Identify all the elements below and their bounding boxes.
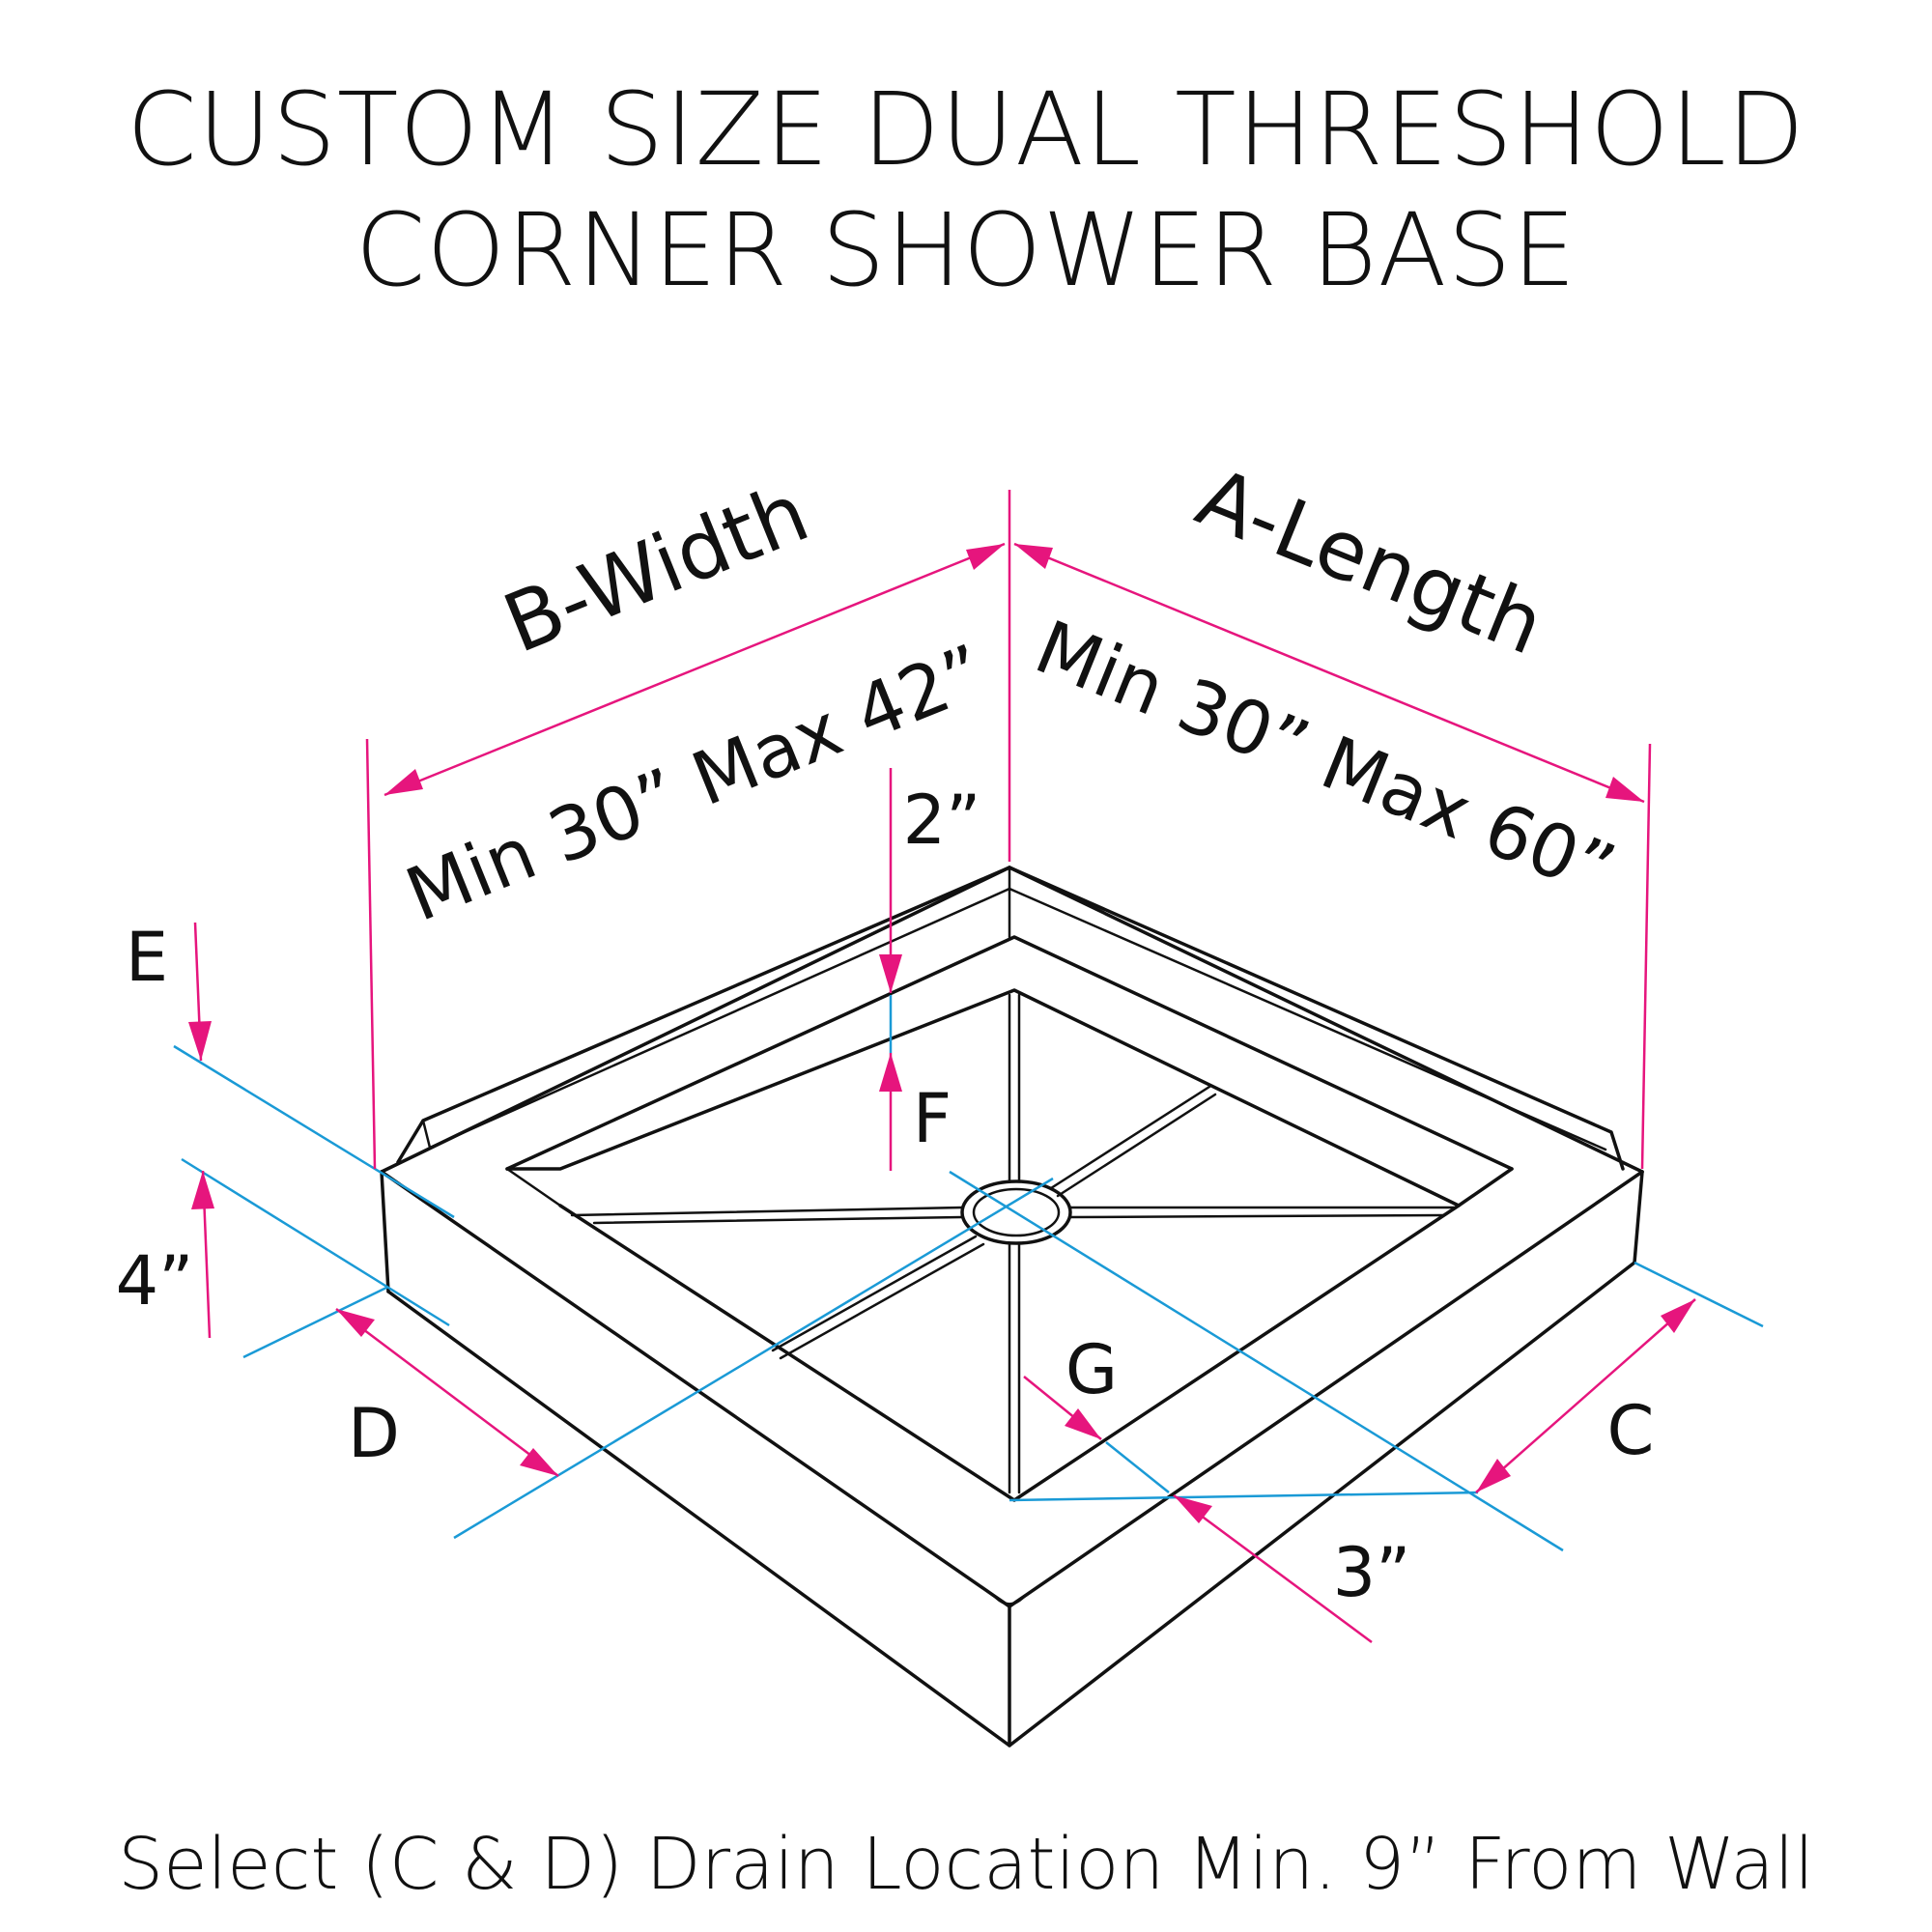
base-top-front-edge (380, 1170, 1644, 1608)
letter-e-label: E (126, 918, 168, 997)
ref-line-c-drain (949, 1170, 1564, 1552)
ref-line-e-bottom (181, 1157, 450, 1327)
drain-c-arrow-right (1661, 1299, 1695, 1333)
groove-diag-back (1049, 1085, 1211, 1190)
threshold-3-arrow (1174, 1495, 1212, 1523)
letter-d-label: D (348, 1394, 400, 1473)
length-dim-line (1013, 542, 1645, 804)
drain-c-arrow-left (1476, 1459, 1511, 1492)
ref-line-drain-axis (1105, 1441, 1170, 1493)
back-flange-right (1008, 866, 1625, 1171)
letter-f-label: F (913, 1079, 952, 1158)
drain-d-dim (335, 1308, 559, 1477)
groove-diag-front-b (779, 1242, 985, 1360)
width-dim-line (384, 542, 1006, 797)
inner-floor-back (505, 988, 1514, 1208)
title-line-1: CUSTOM SIZE DUAL THRESHOLD (127, 71, 1805, 188)
drain-c-dim (1475, 1298, 1696, 1493)
threshold-width-label: 3” (1333, 1533, 1411, 1612)
ref-line-c-right (1634, 1261, 1764, 1328)
rim-arrow-down (879, 954, 902, 993)
ref-line-d-drain (453, 1177, 1054, 1540)
threshold-height-label: 4” (116, 1241, 194, 1321)
inner-rim-back (505, 935, 1514, 1171)
rim-height-label: 2” (903, 781, 981, 860)
groove-diag-back-b (1056, 1093, 1217, 1198)
drain-d-arrow-left (336, 1309, 375, 1337)
drain-outer (960, 1179, 1072, 1245)
rim-arrow-up (879, 1053, 902, 1092)
base-bottom-edges (386, 1261, 1636, 1747)
inner-left-slope (505, 1167, 562, 1208)
length-ext-right (1640, 743, 1652, 1170)
letter-g-label: G (1065, 1330, 1118, 1409)
drain-inner (972, 1187, 1061, 1237)
ref-line-e-top (173, 1044, 455, 1219)
length-arrow-left (1014, 544, 1053, 569)
width-label: B-Width (491, 465, 820, 671)
base-right-corner-vertical (1633, 1170, 1644, 1264)
groove-left (570, 1206, 964, 1217)
threshold-arrow-up (191, 1171, 214, 1209)
width-arrow-left (384, 769, 423, 795)
groove-right-b (1068, 1213, 1446, 1219)
width-arrow-right (966, 544, 1005, 570)
footer-note: Select (C & D) Drain Location Min. 9” Fr… (118, 1823, 1814, 1906)
title-line-2: CORNER SHOWER BASE (355, 191, 1577, 309)
length-arrow-right (1605, 777, 1644, 802)
back-flange-left-inner (421, 887, 1011, 1150)
letter-c-label: C (1607, 1391, 1655, 1470)
drain-d-arrow-right (520, 1448, 558, 1476)
ref-line-d-left (242, 1285, 389, 1359)
groove-left-b (592, 1215, 964, 1225)
length-label: A-Length (1184, 449, 1556, 673)
base-top-left-edge (380, 866, 1644, 1174)
threshold-arrow-down (188, 1021, 212, 1061)
threshold-g-arrow (1065, 1408, 1101, 1439)
base-front-corner-round (993, 1595, 1026, 1605)
width-ext-left (365, 738, 377, 1170)
reference-lines (173, 995, 1764, 1552)
groove-diag-front (771, 1235, 978, 1352)
ref-line-g-inner (1009, 1491, 1479, 1502)
back-flange-right-inner (1008, 887, 1607, 1151)
base-left-corner-vertical (380, 1170, 390, 1293)
shower-base-outline (380, 866, 1644, 1747)
threshold-3-dim (1173, 1493, 1373, 1644)
dimension-lines (188, 490, 1696, 1644)
